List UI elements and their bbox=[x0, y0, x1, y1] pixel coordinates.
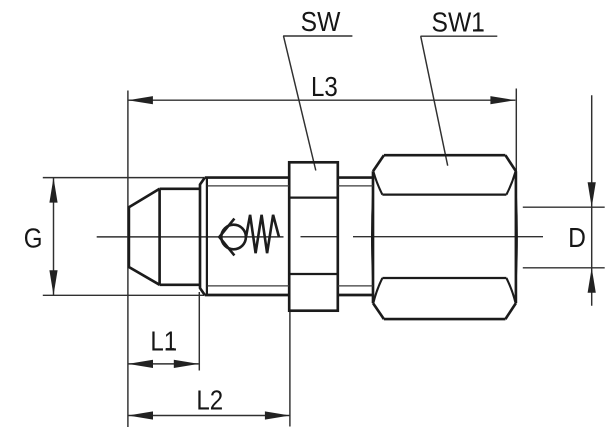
svg-text:D: D bbox=[568, 222, 586, 254]
svg-text:SW1: SW1 bbox=[432, 6, 485, 38]
svg-text:G: G bbox=[24, 222, 43, 254]
svg-text:L3: L3 bbox=[311, 70, 338, 102]
svg-text:L2: L2 bbox=[196, 384, 223, 416]
svg-text:L1: L1 bbox=[150, 325, 177, 357]
svg-text:SW: SW bbox=[301, 6, 341, 38]
